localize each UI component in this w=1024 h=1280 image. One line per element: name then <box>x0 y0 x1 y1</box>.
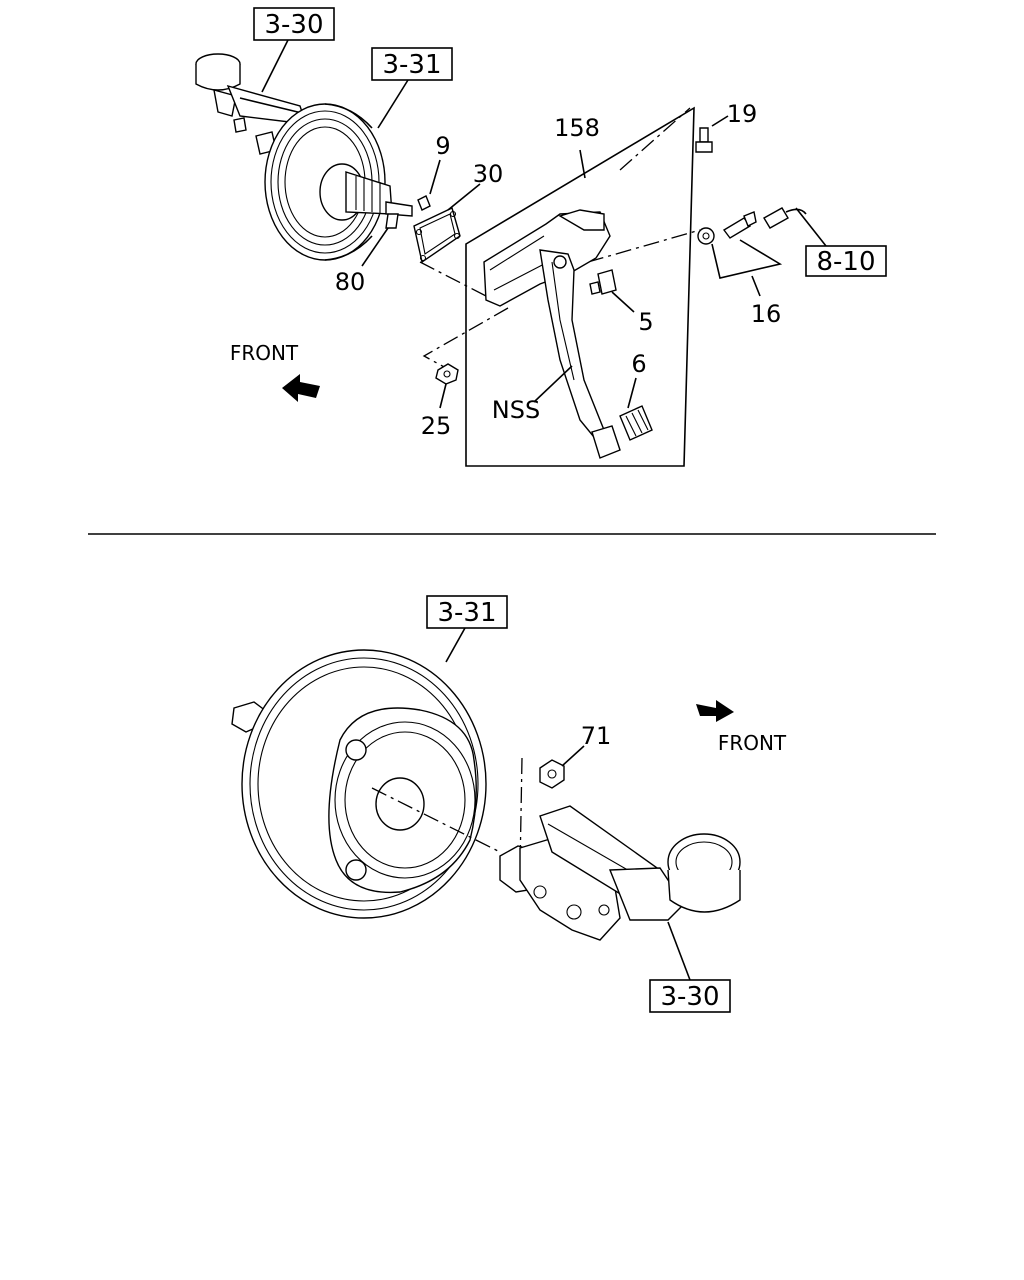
bottom-view: 3-31 71 <box>231 595 787 1013</box>
part-16-switch <box>697 211 757 245</box>
label-part-71[interactable]: 71 <box>581 722 612 750</box>
ref-box-3-30-bottom[interactable]: 3-30 <box>649 979 731 1013</box>
front-label-bottom: FRONT <box>718 731 787 755</box>
label-part-158[interactable]: 158 <box>554 114 600 142</box>
part-71-nut <box>539 759 565 789</box>
part-5-switch <box>589 269 617 295</box>
label-part-19[interactable]: 19 <box>727 100 758 128</box>
svg-text:3-30: 3-30 <box>660 982 719 1012</box>
ref-box-3-31-bottom[interactable]: 3-31 <box>426 595 508 629</box>
top-view: 3-30 3-31 <box>195 7 887 467</box>
label-part-6[interactable]: 6 <box>631 350 646 378</box>
svg-text:3-30: 3-30 <box>264 10 323 40</box>
ref-box-3-31-top[interactable]: 3-31 <box>371 47 453 81</box>
pedal-assembly-frame <box>465 106 695 467</box>
brake-booster-bottom <box>231 649 487 919</box>
part-25-nut <box>435 363 459 385</box>
svg-text:3-31: 3-31 <box>437 598 496 628</box>
part-30-gasket <box>413 183 481 264</box>
front-label-top: FRONT <box>230 341 299 365</box>
label-part-16[interactable]: 16 <box>751 300 782 328</box>
brake-pedal-assembly <box>483 209 653 459</box>
ref-box-8-10[interactable]: 8-10 <box>805 245 887 277</box>
label-part-30[interactable]: 30 <box>473 160 504 188</box>
ref-box-3-30-top[interactable]: 3-30 <box>253 7 335 41</box>
front-arrow-icon-bottom <box>696 700 734 722</box>
brake-booster-top <box>264 103 413 261</box>
master-cylinder-bottom <box>499 805 741 941</box>
part-19-bolt <box>695 127 713 153</box>
wire-connector <box>763 207 807 229</box>
label-part-80[interactable]: 80 <box>335 268 366 296</box>
svg-text:3-31: 3-31 <box>382 50 441 80</box>
svg-text:8-10: 8-10 <box>816 247 875 277</box>
label-part-5[interactable]: 5 <box>638 308 653 336</box>
label-part-25[interactable]: 25 <box>421 412 452 440</box>
part-9-bolt <box>417 159 441 211</box>
front-arrow-icon-top <box>282 374 320 402</box>
label-nss[interactable]: NSS <box>492 396 540 424</box>
label-part-9[interactable]: 9 <box>435 132 450 160</box>
